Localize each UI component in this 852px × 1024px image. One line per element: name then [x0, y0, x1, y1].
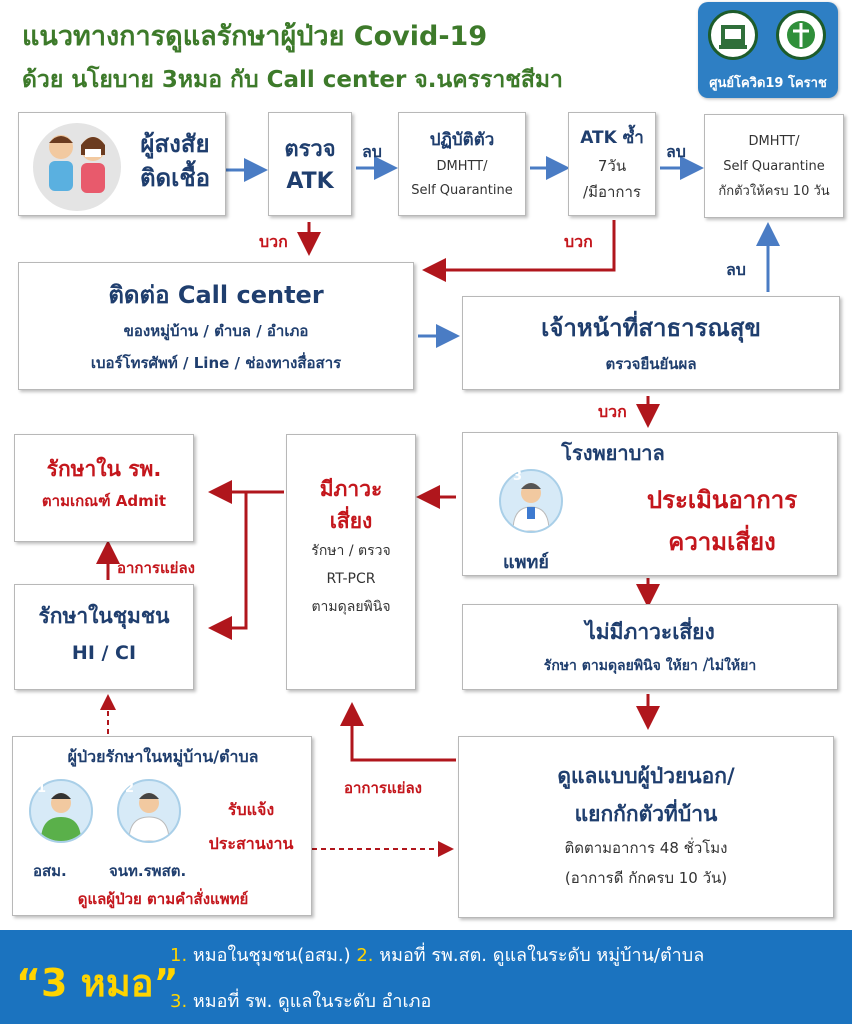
arrow-risk-community — [208, 492, 248, 640]
outpatient-text: ติดตามอาการ 48 ชั่วโมง — [564, 839, 728, 857]
role-officer: จนท.รพสต. — [109, 862, 187, 880]
node-atk-repeat: ATK ซ้ำ 7วัน /มีอาการ — [568, 112, 656, 216]
at-risk-title: เสี่ยง — [329, 509, 373, 533]
node-hospital-treatment: รักษาใน รพ. ตามเกณฑ์ Admit — [14, 434, 194, 542]
node-village-patient: ผู้ป่วยรักษาในหมู่บ้าน/ตำบล 1 2 รับแจ้ง … — [12, 736, 312, 916]
suspect-label: ผู้สงสัย — [140, 130, 210, 158]
node-outpatient: ดูแลแบบผู้ป่วยนอก/ แยกกักตัวที่บ้าน ติดต… — [458, 736, 834, 918]
volunteer-avatar-icon — [29, 779, 93, 843]
node-atk-test: ตรวจ ATK — [268, 112, 352, 216]
atk-label: ATK — [286, 169, 334, 194]
village-care: ดูแลผู้ป่วย ตามคำสั่งแพทย์ — [77, 890, 249, 908]
edge-label-negative: ลบ — [726, 260, 746, 279]
edge-label-negative: ลบ — [362, 142, 382, 161]
node-at-risk: มีภาวะ เสี่ยง รักษา / ตรวจ RT-PCR ตามดุล… — [286, 434, 416, 690]
footer-num-3: 3. — [170, 991, 188, 1012]
quarantine-text: Self Quarantine — [723, 159, 825, 174]
hospital-title: โรงพยาบาล — [561, 441, 665, 465]
doctor-label: แพทย์ — [503, 552, 549, 573]
node-community-treatment: รักษาในชุมชน HI / CI — [14, 584, 194, 690]
provincial-seal-icon — [708, 10, 758, 60]
hospital-treat-text: ตามเกณฑ์ Admit — [41, 492, 167, 510]
outpatient-text: (อาการดี กักครบ 10 วัน) — [564, 869, 728, 887]
arrow-outpatient-risk — [340, 702, 456, 762]
community-treat-title: รักษาในชุมชน — [38, 604, 170, 628]
node-hospital: โรงพยาบาล 3 แพทย์ ประเมินอาการ ความเสี่ย… — [462, 432, 838, 576]
village-notify: รับแจ้ง — [227, 800, 275, 819]
call-center-text: เบอร์โทรศัพท์ / Line / ช่องทางสื่อสาร — [90, 354, 342, 372]
health-officer-title: เจ้าหน้าที่สาธารณสุข — [541, 314, 761, 342]
node-quarantine: DMHTT/ Self Quarantine กักตัวให้ครบ 10 ว… — [704, 114, 844, 218]
hospital-assess: ประเมินอาการ — [646, 486, 798, 514]
practice-text: DMHTT/ — [436, 159, 488, 174]
node-suspect: ผู้สงสัย ติดเชื้อ — [18, 112, 226, 216]
node-self-practice: ปฏิบัติตัว DMHTT/ Self Quarantine — [398, 112, 526, 216]
sick-people-icon — [33, 123, 121, 211]
badge-label: ศูนย์โควิด19 โคราช — [709, 76, 827, 91]
footer-text-3: หมอที่ รพ. ดูแลในระดับ อำเภอ — [192, 991, 432, 1012]
footer-num-1: 1. — [170, 945, 188, 966]
node-call-center: ติดต่อ Call center ของหมู่บ้าน / ตำบล / … — [18, 262, 414, 390]
edge-label-negative: ลบ — [666, 142, 686, 161]
no-risk-title: ไม่มีภาวะเสี่ยง — [585, 620, 715, 644]
footer-text-1: หมอในชุมชน(อสม.) — [192, 945, 351, 966]
footer-line-1: 1. หมอในชุมชน(อสม.) 2. หมอที่ รพ.สต. ดูแ… — [170, 940, 704, 969]
quarantine-text: DMHTT/ — [748, 134, 800, 149]
covid-center-badge: ศูนย์โควิด19 โคราช — [698, 2, 838, 98]
at-risk-text: RT-PCR — [326, 571, 376, 587]
footer-line-2: 3. หมอที่ รพ. ดูแลในระดับ อำเภอ — [170, 986, 431, 1015]
volunteer-number: 1 — [37, 781, 47, 796]
atk-label: ตรวจ — [284, 137, 336, 162]
officer-number: 2 — [125, 781, 135, 796]
footer-headline: “3 หมอ” — [16, 961, 179, 1005]
footer-three-doctors: “3 หมอ” 1. หมอในชุมชน(อสม.) 2. หมอที่ รพ… — [0, 930, 852, 1024]
outpatient-title: แยกกักตัวที่บ้าน — [574, 802, 718, 826]
atk-repeat-text: /มีอาการ — [583, 183, 641, 201]
hospital-treat-title: รักษาใน รพ. — [46, 457, 162, 481]
at-risk-text: ตามดุลยพินิจ — [311, 599, 391, 615]
footer-text-2: หมอที่ รพ.สต. ดูแลในระดับ หมู่บ้าน/ตำบล — [379, 945, 705, 966]
page-subtitle: ด้วย นโยบาย 3หมอ กับ Call center จ.นครรา… — [22, 67, 563, 93]
health-officer-text: ตรวจยืนยันผล — [605, 355, 697, 373]
call-center-text: ของหมู่บ้าน / ตำบล / อำเภอ — [123, 322, 309, 340]
page-title: แนวทางการดูแลรักษาผู้ป่วย Covid-19 — [22, 21, 488, 52]
arrow-repeat-call — [422, 220, 616, 282]
practice-text: Self Quarantine — [411, 183, 513, 198]
footer-num-2: 2. — [356, 945, 374, 966]
call-center-title: ติดต่อ Call center — [108, 281, 324, 309]
edge-label-positive: บวก — [598, 402, 627, 421]
village-coordinate: ประสานงาน — [208, 834, 294, 853]
atk-repeat-title: ATK ซ้ำ — [580, 128, 644, 148]
node-no-risk: ไม่มีภาวะเสี่ยง รักษา ตามดุลยพินิจ ให้ยา… — [462, 604, 838, 690]
doctor-number: 3 — [513, 469, 523, 484]
edge-label-positive: บวก — [259, 232, 288, 251]
atk-repeat-text: 7วัน — [597, 157, 627, 175]
public-health-logo-icon — [776, 10, 826, 60]
hospital-risk: ความเสี่ยง — [668, 528, 776, 556]
node-health-officer: เจ้าหน้าที่สาธารณสุข ตรวจยืนยันผล — [462, 296, 840, 390]
village-title: ผู้ป่วยรักษาในหมู่บ้าน/ตำบล — [67, 747, 259, 766]
outpatient-title: ดูแลแบบผู้ป่วยนอก/ — [557, 764, 735, 788]
edge-label-worsening: อาการแย่ลง — [344, 779, 422, 797]
edge-label-worsening: อาการแย่ลง — [117, 559, 195, 577]
doctor-avatar-icon — [499, 469, 563, 533]
at-risk-text: รักษา / ตรวจ — [311, 543, 391, 559]
at-risk-title: มีภาวะ — [319, 477, 383, 501]
suspect-label: ติดเชื้อ — [139, 164, 211, 192]
practice-title: ปฏิบัติตัว — [429, 130, 495, 150]
no-risk-text: รักษา ตามดุลยพินิจ ให้ยา /ไม่ให้ยา — [543, 658, 757, 674]
edge-label-positive: บวก — [564, 232, 593, 251]
quarantine-text: กักตัวให้ครบ 10 วัน — [718, 184, 830, 199]
community-treat-text: HI / CI — [71, 642, 137, 664]
role-volunteer: อสม. — [33, 862, 67, 880]
officer-avatar-icon — [117, 779, 181, 843]
